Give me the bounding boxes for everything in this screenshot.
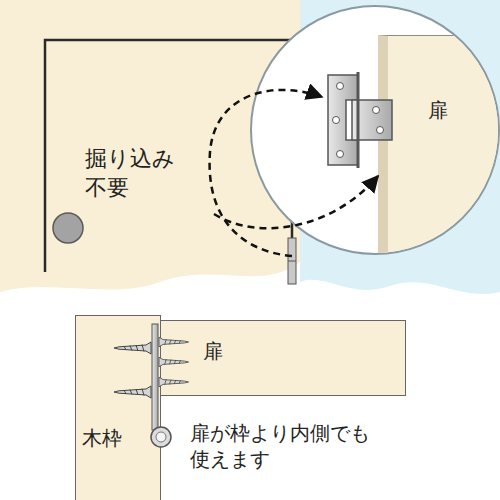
door-board: 扉 (158, 320, 406, 396)
node-text: 扉 (203, 339, 405, 363)
screw-hole (337, 151, 344, 158)
door-knob (53, 213, 83, 243)
hinge-leaf (328, 75, 358, 165)
hinge-pin (156, 432, 166, 442)
note-text: 掘り込み 不要 (85, 145, 175, 202)
screw (114, 386, 151, 398)
door-hinge (288, 238, 296, 284)
screw-hole (333, 117, 340, 124)
screw (114, 342, 151, 354)
screw (159, 377, 189, 387)
door-hinge (288, 261, 296, 262)
dashed-arrow (210, 90, 322, 256)
magnified-hinge (328, 72, 392, 168)
screw (159, 357, 189, 367)
screw-hole (373, 107, 380, 114)
node-text: 木枠 (82, 426, 160, 450)
section-hinge (114, 324, 189, 447)
hinge-leaf (352, 100, 392, 140)
screw (159, 337, 189, 347)
note-text: 扉が枠より内側でも 使えます (190, 420, 370, 472)
screw-hole (377, 127, 384, 134)
dashed-arrow (214, 176, 378, 228)
node-text: 扉 (428, 98, 500, 122)
screw-hole (337, 83, 344, 90)
hinge-knuckle (151, 427, 171, 447)
hinge-plate (152, 324, 158, 430)
wood-frame: 木枠 (75, 315, 161, 500)
hinge-knuckle (357, 72, 360, 168)
